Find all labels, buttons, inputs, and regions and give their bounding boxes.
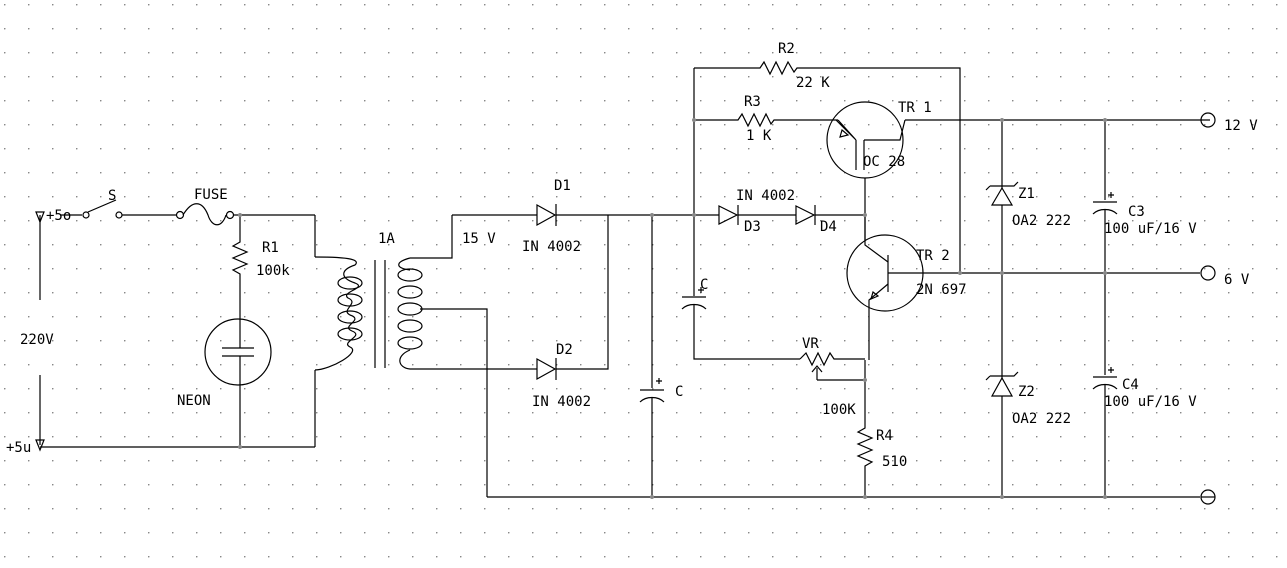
label-out-6v: 6 V bbox=[1224, 272, 1250, 288]
label-supply: 220V bbox=[20, 332, 54, 348]
junctions bbox=[238, 118, 1107, 499]
label-r3-value: 1 K bbox=[746, 128, 772, 144]
label-r1-value: 100k bbox=[256, 263, 290, 279]
label-vr-value: 100K bbox=[822, 402, 856, 418]
label-tr2-type: 2N 697 bbox=[916, 282, 967, 298]
mains-input bbox=[35, 211, 315, 452]
label-r1-name: R1 bbox=[262, 240, 279, 256]
label-switch: S bbox=[108, 188, 116, 204]
switch-s[interactable] bbox=[60, 199, 176, 219]
label-d2-type: IN 4002 bbox=[532, 394, 591, 410]
terminal-6v-icon[interactable] bbox=[1200, 265, 1216, 281]
transistor-tr2 bbox=[846, 215, 960, 360]
label-z1-type: OA2 222 bbox=[1012, 213, 1071, 229]
label-z2-name: Z2 bbox=[1018, 384, 1035, 400]
label-d1-name: D1 bbox=[554, 178, 571, 194]
label-c4-value: 100 uF/16 V bbox=[1104, 394, 1197, 410]
label-r4-name: R4 bbox=[876, 428, 893, 444]
label-c-small: C bbox=[700, 277, 708, 293]
label-d34-type: IN 4002 bbox=[736, 188, 795, 204]
terminal-12v-icon[interactable] bbox=[1200, 112, 1216, 128]
label-c3-name: C3 bbox=[1128, 204, 1145, 220]
label-plus5-bottom: +5u bbox=[6, 440, 31, 456]
label-z1-name: Z1 bbox=[1018, 186, 1035, 202]
label-neon: NEON bbox=[177, 393, 211, 409]
transformer bbox=[314, 215, 530, 497]
label-c3-value: 100 uF/16 V bbox=[1104, 221, 1197, 237]
label-transformer: 1A bbox=[378, 231, 395, 247]
label-tr2-name: TR 2 bbox=[916, 248, 950, 264]
fuse bbox=[175, 203, 315, 226]
label-secondary: 15 V bbox=[462, 231, 496, 247]
diode-d2 bbox=[530, 215, 609, 381]
label-z2-type: OA2 222 bbox=[1012, 411, 1071, 427]
label-d3-name: D3 bbox=[744, 219, 761, 235]
capacitor-c-main bbox=[639, 215, 665, 497]
label-fuse: FUSE bbox=[194, 187, 228, 203]
label-tr1-type: OC 28 bbox=[863, 154, 905, 170]
label-out-12v: 12 V bbox=[1224, 118, 1258, 134]
resistor-r3 bbox=[694, 112, 838, 128]
zener-z2 bbox=[985, 273, 1019, 497]
label-r2-name: R2 bbox=[778, 41, 795, 57]
capacitor-c3 bbox=[1092, 120, 1118, 273]
label-r3-name: R3 bbox=[744, 94, 761, 110]
terminal-bottom-icon bbox=[35, 439, 45, 452]
label-d2-name: D2 bbox=[556, 342, 573, 358]
label-r4-value: 510 bbox=[882, 454, 907, 470]
label-c4-name: C4 bbox=[1122, 377, 1139, 393]
capacitor-c4 bbox=[1092, 273, 1118, 497]
label-vr-name: VR bbox=[802, 336, 819, 352]
resistor-r2 bbox=[694, 60, 961, 273]
resistor-r1 bbox=[231, 215, 249, 322]
label-r2-value: 22 K bbox=[796, 75, 830, 91]
label-plus5-top: +5o bbox=[46, 208, 71, 224]
neon-lamp bbox=[204, 318, 272, 447]
label-tr1-name: TR 1 bbox=[898, 100, 932, 116]
potentiometer-vr bbox=[799, 351, 866, 420]
diode-d1 bbox=[452, 203, 608, 227]
label-c-big: C bbox=[675, 384, 683, 400]
capacitor-c-small bbox=[681, 68, 800, 360]
diodes-d3-d4 bbox=[718, 205, 864, 225]
label-d4-name: D4 bbox=[820, 219, 837, 235]
zener-z1 bbox=[985, 120, 1019, 273]
resistor-r4 bbox=[856, 420, 874, 497]
terminal-top-icon bbox=[35, 211, 45, 224]
label-d1-type: IN 4002 bbox=[522, 239, 581, 255]
